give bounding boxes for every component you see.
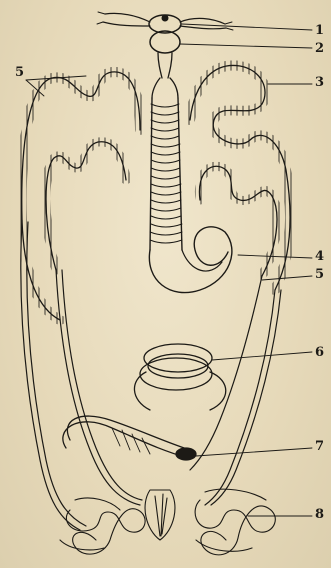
head-structure — [97, 12, 233, 33]
label-3: 3 — [315, 76, 324, 89]
segmented-column — [149, 98, 232, 293]
left-fringed-tubes — [22, 72, 140, 320]
label-8: 8 — [315, 508, 324, 521]
label-4: 4 — [315, 250, 324, 263]
label-2: 2 — [315, 42, 324, 55]
coiled-tube — [134, 344, 225, 410]
label-5-right: 5 — [315, 268, 324, 281]
junction-structure — [63, 416, 196, 460]
label-5-left: 5 — [15, 66, 24, 79]
label-1: 1 — [315, 24, 324, 37]
label-7: 7 — [315, 440, 324, 453]
bottom-coiled-glands — [60, 489, 275, 555]
label-6: 6 — [315, 346, 324, 359]
bulb-structure — [150, 31, 180, 98]
